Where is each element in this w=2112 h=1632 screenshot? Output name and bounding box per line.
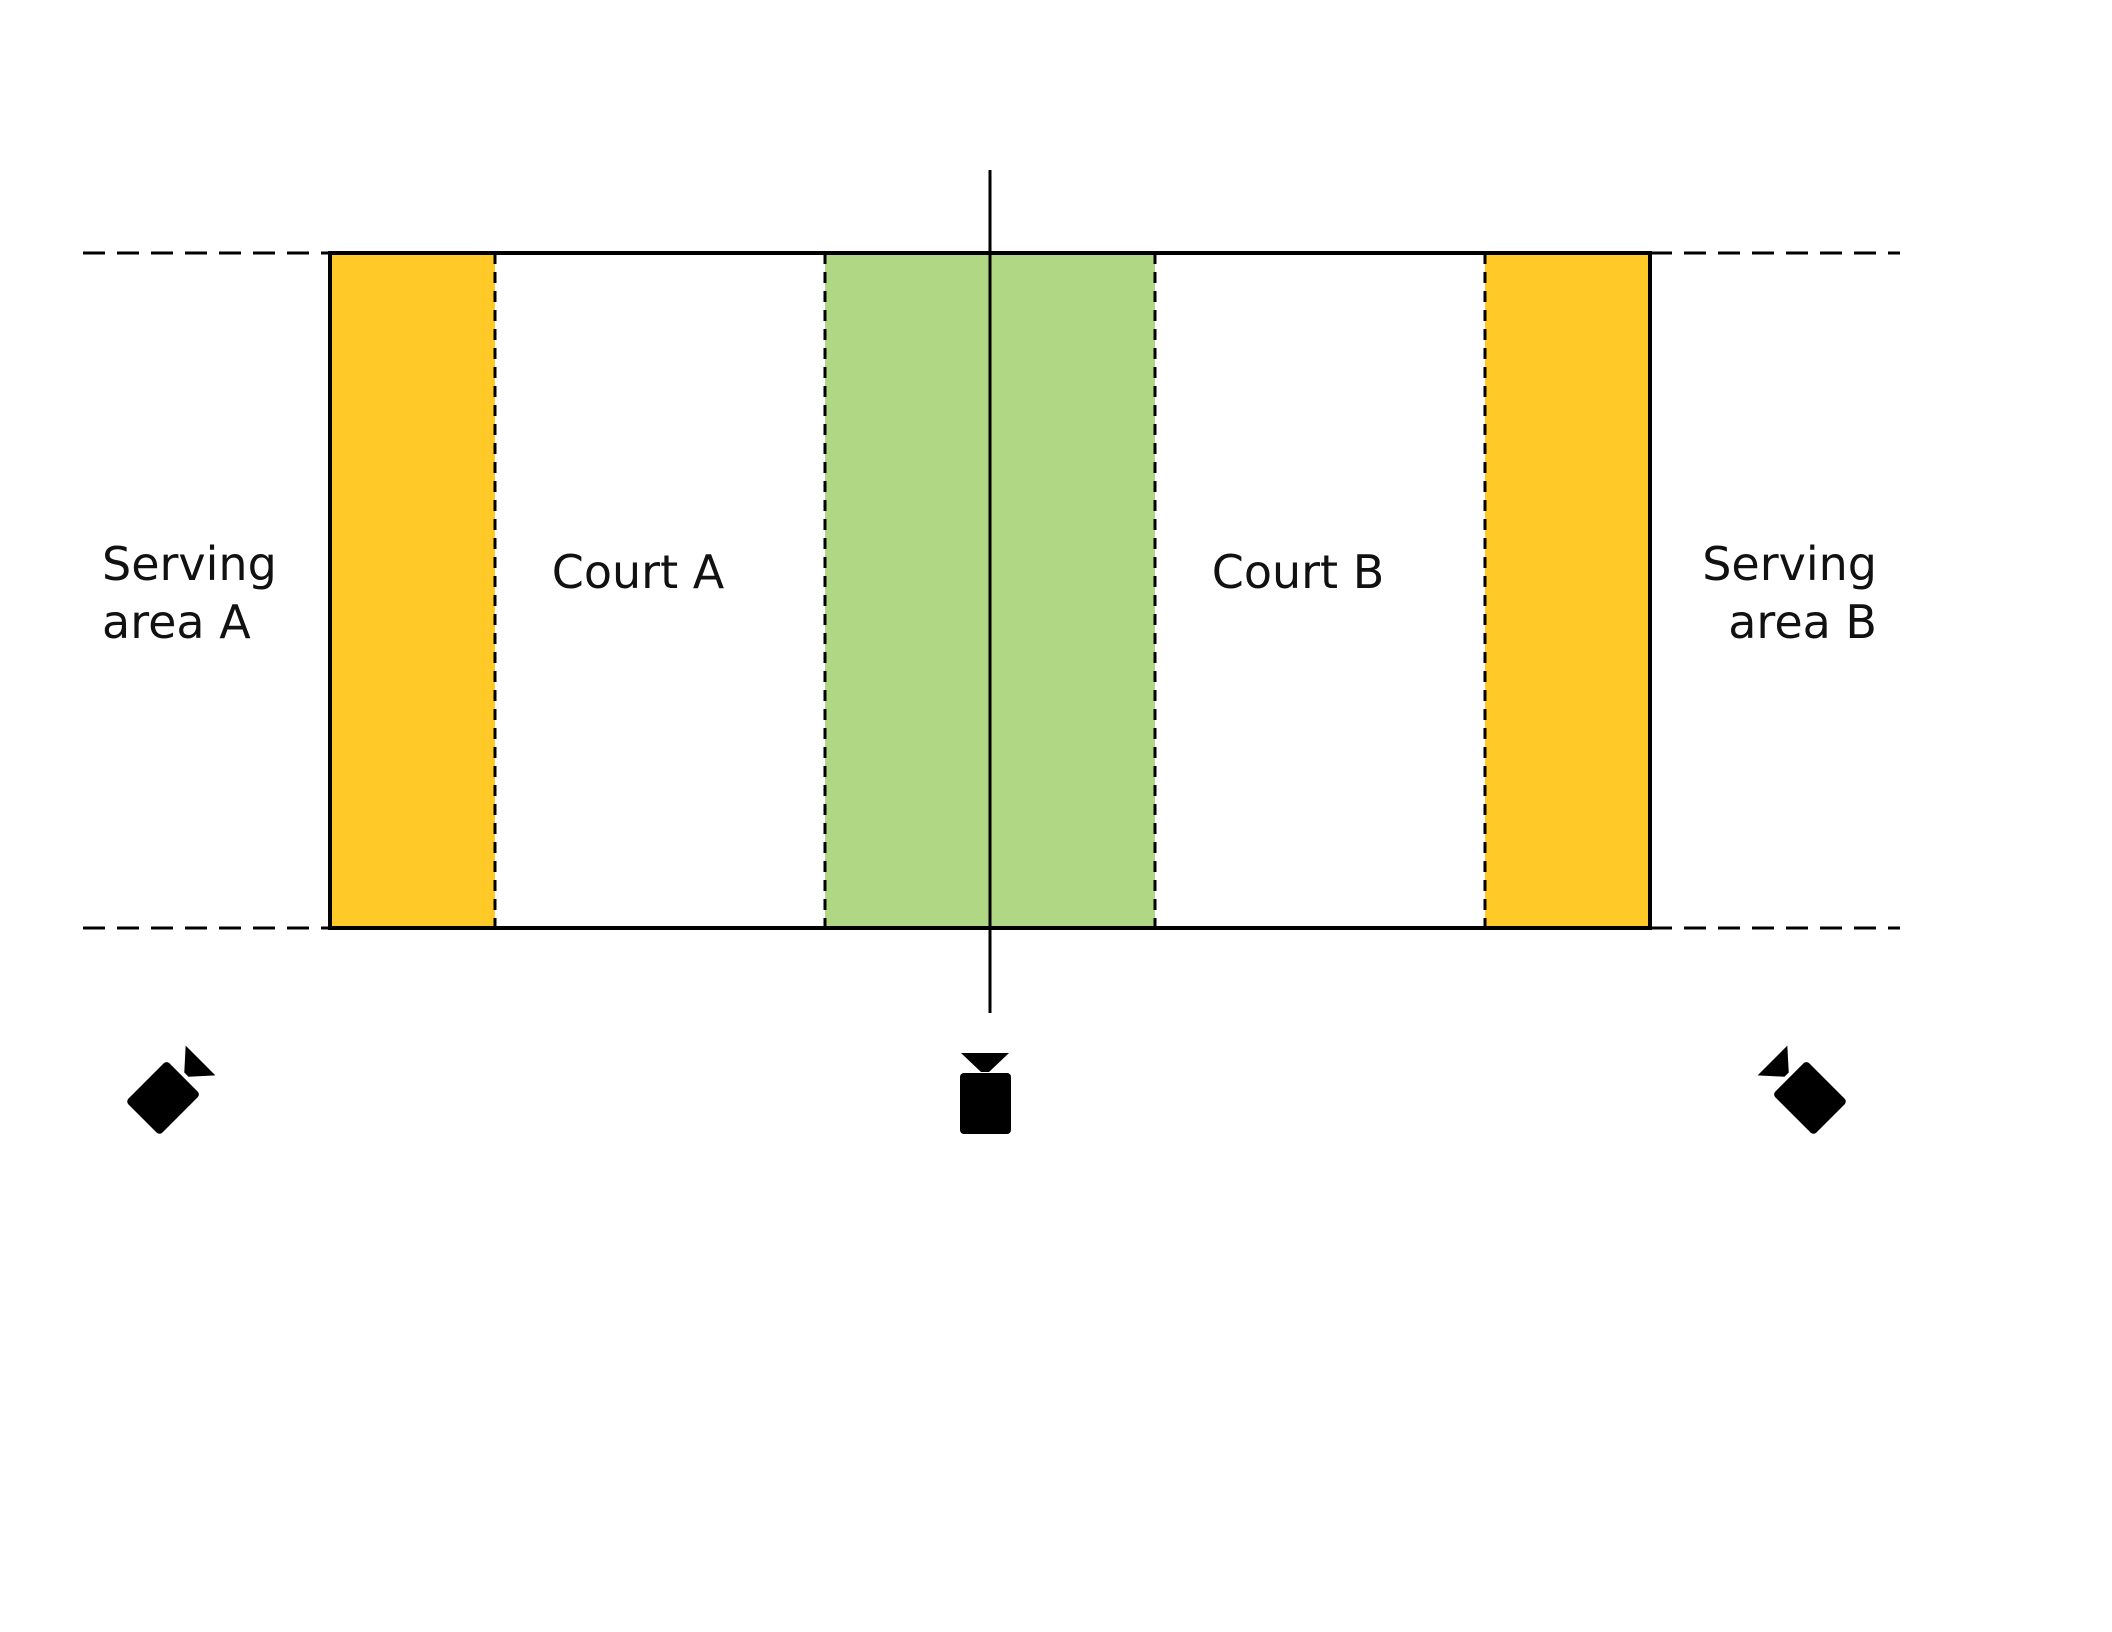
serving-area-b-label-line2: area B [1728,595,1877,649]
dashed-extension-lines [83,251,1900,930]
court-b-label: Court B [1212,545,1385,599]
serving-area-a-label-line2: area A [102,595,251,649]
camera-icon-right [1757,1045,1846,1134]
serving-area-b-label-line1: Serving [1702,537,1877,591]
camera-icon-left [127,1045,216,1134]
serving-area-a-label-line1: Serving [102,537,277,591]
court-a-label: Court A [552,545,725,599]
serving-zone-b [1485,253,1650,928]
serving-zone-a [330,253,495,928]
camera-icon-center [960,1053,1011,1134]
